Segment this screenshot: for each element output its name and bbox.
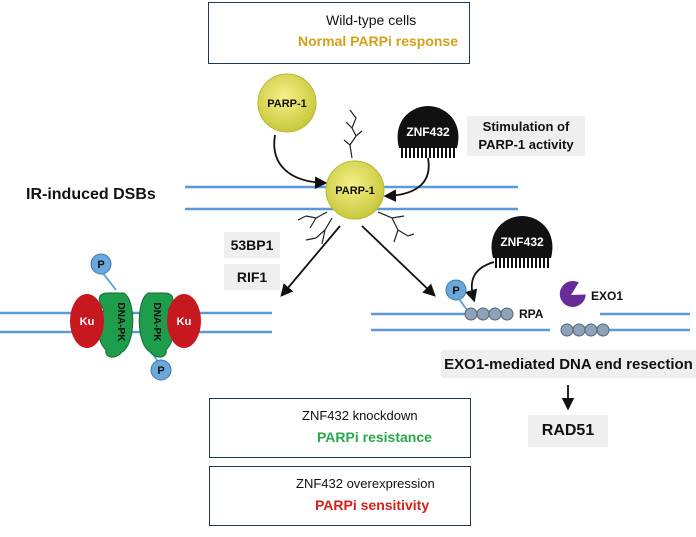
wildtype-line1: Wild-type cells [326, 12, 417, 28]
arrow-znf432-stimulate [383, 157, 430, 202]
parp1-free-label: PARP-1 [267, 98, 307, 110]
phospho-dnapk-top-label: P [97, 259, 104, 271]
phospho-dnapk-bottom [150, 359, 172, 381]
resection-box: EXO1-mediated DNA end resection [441, 350, 696, 378]
phospho-rpa-label: P [452, 285, 459, 297]
ku-right-shape [167, 294, 201, 348]
dna-right [371, 312, 690, 332]
knockdown-line1: ZNF432 knockdown [302, 408, 418, 423]
rpa-filament: P RPA [445, 279, 544, 321]
dnapk-left-shape [97, 292, 134, 358]
ir-induced-dsbs-label: IR-induced DSBs [26, 186, 156, 203]
arrow-parp-recruit [273, 134, 328, 190]
arrow-znf432-rpa [465, 261, 495, 303]
exo1-shape [559, 280, 586, 307]
parp1-free: PARP-1 [257, 73, 317, 133]
phospho-dnapk-top [90, 253, 112, 275]
wildtype-line2: Normal PARPi response [298, 33, 459, 49]
overexpression-line2: PARPi sensitivity [315, 497, 430, 513]
arrow-to-resection [361, 225, 436, 297]
panel-knockdown [209, 398, 471, 458]
phospho-rpa [445, 279, 467, 301]
par-chains [297, 109, 415, 245]
stimulation-box: Stimulation of PARP-1 activity [467, 116, 585, 156]
exo1-label: EXO1 [591, 289, 623, 303]
stimulation-line1: Stimulation of [482, 119, 570, 134]
knockdown-line2: PARPi resistance [317, 429, 432, 445]
ku-dnapk-complex: Ku Ku DNA-PK DNA-PK P P [70, 253, 201, 381]
phospho-dnapk-bottom-label: P [157, 365, 164, 377]
arrow-to-nhej [280, 225, 341, 297]
rif1-box: RIF1 [224, 264, 280, 290]
ku-right-label: Ku [177, 316, 192, 328]
znf432-right: ZNF432 [491, 216, 553, 268]
parp1-bound-label: PARP-1 [335, 185, 375, 197]
ku-left-shape [70, 294, 104, 348]
b53bp1-box: 53BP1 [224, 232, 280, 258]
rpa-label: RPA [519, 307, 544, 321]
ku-left-label: Ku [80, 316, 95, 328]
parp1-bound: PARP-1 [325, 160, 385, 220]
overexpression-line1: ZNF432 overexpression [296, 476, 435, 491]
znf432-top: ZNF432 [397, 106, 459, 158]
dnapk-left-label: DNA-PK [115, 303, 126, 343]
znf432-top-label: ZNF432 [406, 125, 450, 139]
panel-wildtype [208, 2, 470, 64]
stimulation-line2: PARP-1 activity [478, 137, 574, 152]
dna-left [0, 311, 272, 334]
dnapk-right-label: DNA-PK [151, 303, 162, 343]
znf432-right-label: ZNF432 [500, 235, 544, 249]
rad51-box: RAD51 [528, 415, 608, 447]
exo1-group: EXO1 [559, 280, 623, 337]
panel-overexpression [209, 466, 471, 526]
